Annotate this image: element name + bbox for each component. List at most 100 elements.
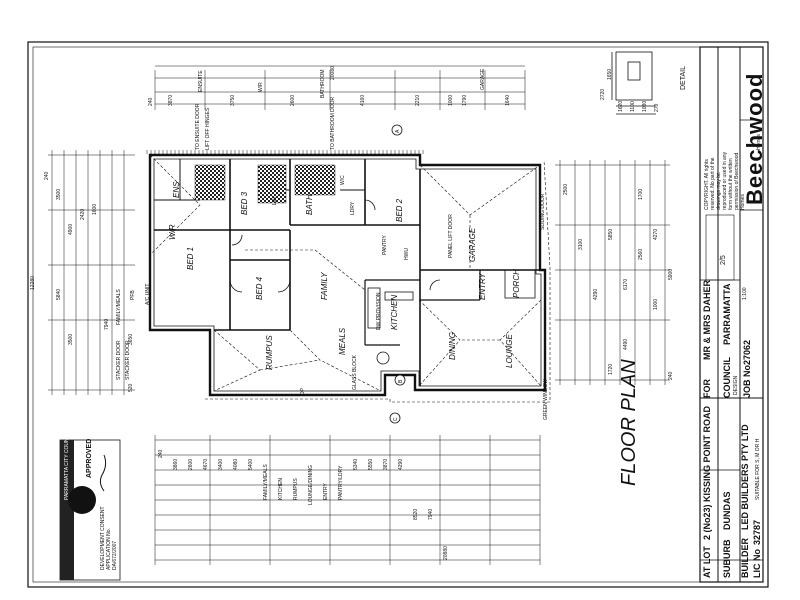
note-panel-lift-door: PANEL LIFT DOOR	[448, 214, 454, 258]
detail-dim-3: 1100	[630, 101, 636, 112]
detail-dim-0: 2720	[600, 88, 606, 100]
note-dw-provision: DW PROVISION	[376, 292, 382, 330]
dim-right-10: 4490	[623, 338, 629, 350]
dim-bottom-14: 5550	[368, 458, 374, 470]
room-label-kitchen: KITCHEN	[390, 294, 399, 330]
detail-sketch	[611, 51, 656, 115]
right-dimension-lines	[555, 160, 670, 385]
dim-bottom-15: 3870	[383, 458, 389, 470]
note-bathroom-door: TO BATHROOM DOOR	[330, 96, 336, 150]
tb-scale: 1:100	[742, 287, 748, 300]
dim-top-3: W/R	[258, 82, 264, 92]
copyright-note: COPYRIGHT. All rights reserved. No part …	[704, 151, 746, 210]
dim-bottom-12: PANTRY/LDRY	[338, 465, 344, 500]
dim-left-12: 520	[128, 383, 134, 392]
room-label-garage: GARAGE	[468, 227, 477, 262]
note-ensuite-door: TO ENSUITE DOOR	[195, 103, 201, 150]
bottom-dimension-lines	[154, 435, 541, 565]
dim-right-12: 240	[668, 371, 674, 380]
room-label-family: FAMILY	[320, 272, 329, 300]
dim-top-8: 4160	[360, 94, 366, 106]
tb-at-label: AT LOT	[702, 546, 712, 578]
room-label-linen: LIN	[272, 197, 278, 205]
room-label-dining: DINING	[448, 332, 457, 360]
tag-b: B	[398, 379, 404, 383]
dim-top-13: 20080	[330, 66, 336, 80]
dim-left-4: 1600	[92, 203, 98, 215]
dim-top-12: 1640	[505, 94, 511, 106]
wet-area-tiles	[194, 164, 336, 204]
room-label-wc: W/C	[340, 175, 346, 185]
dim-right-2: 4290	[593, 288, 599, 300]
dim-top-10: 1000	[448, 94, 454, 106]
dim-top-6: 3750	[230, 94, 236, 106]
note-hwu: HWU	[404, 248, 410, 260]
tb-lic-value: 32787	[752, 519, 762, 545]
dim-left-2: 4900	[68, 223, 74, 235]
dim-right-6: 2560	[638, 248, 644, 260]
tag-c: C	[393, 417, 399, 421]
dim-left-11: 3650	[128, 333, 134, 345]
dim-left-6: 5840	[56, 288, 62, 300]
dim-top-7: 2600	[290, 94, 296, 106]
stamp-status: APPROVED	[86, 438, 93, 478]
room-label-wir: W/R	[168, 224, 177, 240]
room-label-ldry: LDRY	[350, 201, 356, 215]
tb-council-label: COUNCIL	[722, 357, 732, 398]
dim-left-0: 240	[44, 171, 50, 180]
dim-left-10: STACKER DOOR	[116, 340, 122, 380]
tb-for-value: MR & MRS DAHER	[702, 280, 712, 360]
council-approval-stamp	[59, 439, 121, 581]
room-label-lounge: LOUNGE	[505, 334, 514, 368]
dim-bottom-9: RUMPUS	[293, 478, 299, 500]
dim-top-0: 240	[148, 97, 154, 106]
room-label-bed3: BED 3	[240, 191, 249, 215]
dim-right-3: 5850	[608, 228, 614, 240]
tb-job-value: 27062	[742, 339, 752, 365]
dim-right-11: 1720	[608, 363, 614, 375]
dim-bottom-13: 5340	[353, 458, 359, 470]
tb-design-label: DESIGN	[733, 375, 739, 395]
brand-sub: Homes	[756, 134, 762, 150]
tb-job-label: JOB No	[742, 364, 752, 398]
stamp-ref: DA/672/2007	[112, 540, 118, 570]
note-glass-block: GLASS BLOCK	[352, 354, 358, 390]
dim-bottom-18: 7940	[428, 508, 434, 520]
dim-top-1: 3870	[168, 94, 174, 106]
dim-left-9: FAMILY/MEALS	[116, 289, 122, 325]
detail-label: DETAIL	[680, 66, 687, 90]
dim-right-8: 1000	[653, 298, 659, 310]
section-markers	[389, 124, 406, 424]
room-label-rumpus: RUMPUS	[265, 335, 274, 370]
tb-lic-label: LIC No	[752, 549, 762, 578]
detail-dim-5: 270	[654, 103, 660, 112]
sheet-border	[27, 41, 769, 588]
detail-dim-2: 1620	[618, 100, 624, 112]
tb-at-value: 2 (No23) KISSING POINT ROAD	[702, 405, 712, 540]
note-sliding-door: SLIDING DOOR	[540, 193, 546, 230]
dim-left-7: 3500	[68, 333, 74, 345]
dim-left-3: 2420	[80, 208, 86, 220]
tb-builder-label: BUILDER	[740, 538, 750, 578]
room-label-ensuite: ENS	[172, 181, 181, 198]
room-label-bed1: BED 1	[186, 246, 195, 270]
room-label-bed4: BED 4	[255, 276, 264, 300]
dim-bottom-3: 4670	[203, 458, 209, 470]
note-green-window: GREEN WINDOW	[543, 378, 549, 420]
dim-bottom-4: 3400	[218, 458, 224, 470]
dim-top-2: ENSUITE	[198, 70, 204, 92]
detail-dim-1: 1650	[607, 68, 613, 80]
dim-bottom-11: ENTRY	[323, 483, 329, 500]
dim-top-11: 1790	[462, 94, 468, 106]
dim-bottom-6: 5400	[248, 458, 254, 470]
left-dimension-lines	[48, 150, 135, 395]
dim-top-5: GARAGE	[480, 68, 486, 90]
dim-right-1: 3100	[578, 238, 584, 250]
dim-bottom-10: LOUNGE/DINING	[308, 464, 314, 505]
note-ac-unit: A/C UNIT	[145, 283, 151, 305]
dim-bottom-19: 20880	[443, 546, 449, 560]
room-label-pantry: PANTRY	[382, 235, 388, 255]
title-block-frame	[699, 46, 764, 583]
fixtures	[229, 199, 536, 365]
